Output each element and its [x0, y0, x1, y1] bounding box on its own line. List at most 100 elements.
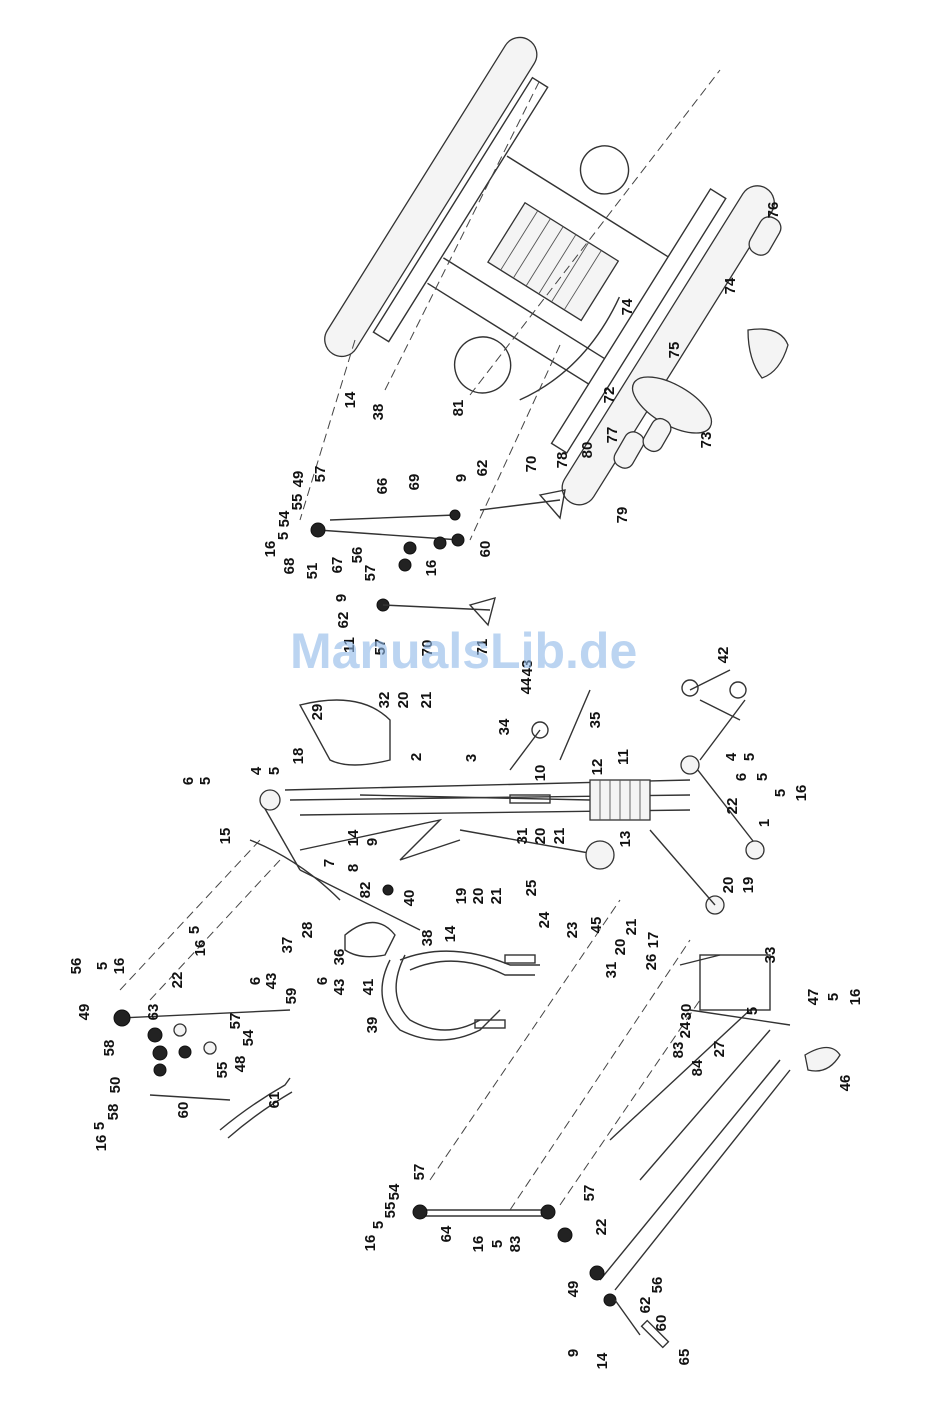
- part-label-6: 6: [180, 777, 197, 785]
- part-label-20: 20: [470, 888, 487, 905]
- part-label-56: 56: [649, 1277, 666, 1294]
- part-label-45: 45: [588, 917, 605, 934]
- part-label-29: 29: [309, 704, 326, 721]
- part-label-28: 28: [299, 922, 316, 939]
- part-label-21: 21: [551, 828, 568, 845]
- part-label-5: 5: [489, 1240, 506, 1248]
- part-label-18: 18: [290, 748, 307, 765]
- part-label-17: 17: [645, 932, 662, 949]
- part-label-14: 14: [342, 391, 359, 408]
- part-label-57: 57: [362, 565, 379, 582]
- part-label-6: 6: [314, 977, 331, 985]
- part-label-49: 49: [565, 1281, 582, 1298]
- part-label-59: 59: [283, 988, 300, 1005]
- part-label-54: 54: [240, 1029, 257, 1046]
- part-label-16: 16: [847, 989, 864, 1006]
- part-label-9: 9: [565, 1349, 582, 1357]
- part-label-5: 5: [266, 767, 283, 775]
- part-label-5: 5: [754, 773, 771, 781]
- part-label-57: 57: [312, 466, 329, 483]
- part-label-27: 27: [711, 1041, 728, 1058]
- part-label-2: 2: [408, 753, 425, 761]
- part-label-57: 57: [411, 1164, 428, 1181]
- part-label-82: 82: [357, 882, 374, 899]
- part-label-21: 21: [418, 692, 435, 709]
- part-label-16: 16: [423, 560, 440, 577]
- part-label-8: 8: [345, 864, 362, 872]
- part-label-5: 5: [741, 753, 758, 761]
- part-label-9: 9: [364, 838, 381, 846]
- part-label-56: 56: [349, 547, 366, 564]
- part-label-5: 5: [186, 926, 203, 934]
- part-label-9: 9: [453, 474, 470, 482]
- part-label-70: 70: [523, 456, 540, 473]
- part-label-5: 5: [772, 789, 789, 797]
- part-label-62: 62: [335, 612, 352, 629]
- cable-assembly-upper: [310, 489, 566, 627]
- part-label-30: 30: [678, 1004, 695, 1021]
- part-label-71: 71: [474, 639, 491, 656]
- part-label-35: 35: [587, 712, 604, 729]
- part-label-20: 20: [612, 939, 629, 956]
- part-label-38: 38: [419, 930, 436, 947]
- part-label-64: 64: [438, 1225, 455, 1242]
- part-label-58: 58: [105, 1104, 122, 1121]
- part-label-13: 13: [617, 831, 634, 848]
- part-label-68: 68: [281, 558, 298, 575]
- part-label-16: 16: [93, 1135, 110, 1152]
- part-label-16: 16: [192, 940, 209, 957]
- part-label-1: 1: [756, 819, 773, 827]
- part-label-40: 40: [401, 890, 418, 907]
- part-label-62: 62: [474, 460, 491, 477]
- part-label-10: 10: [532, 765, 549, 782]
- part-label-7: 7: [321, 859, 338, 867]
- main-frame-exploded: [249, 669, 765, 931]
- part-label-6: 6: [247, 977, 264, 985]
- part-label-42: 42: [715, 647, 732, 664]
- part-label-69: 69: [406, 474, 423, 491]
- part-label-63: 63: [145, 1004, 162, 1021]
- part-label-16: 16: [362, 1235, 379, 1252]
- watermark-text: ManualsLib.de: [290, 623, 637, 679]
- part-label-66: 66: [374, 478, 391, 495]
- part-label-32: 32: [376, 692, 393, 709]
- part-label-23: 23: [564, 922, 581, 939]
- part-label-83: 83: [507, 1236, 524, 1253]
- part-label-55: 55: [382, 1202, 399, 1219]
- part-label-16: 16: [262, 541, 279, 558]
- part-label-22: 22: [724, 798, 741, 815]
- part-label-21: 21: [488, 888, 505, 905]
- part-label-60: 60: [477, 541, 494, 558]
- part-label-61: 61: [266, 1092, 283, 1109]
- part-label-43: 43: [331, 979, 348, 996]
- part-label-5: 5: [94, 962, 111, 970]
- part-label-80: 80: [579, 442, 596, 459]
- part-label-20: 20: [532, 828, 549, 845]
- part-label-81: 81: [450, 400, 467, 417]
- part-label-20: 20: [720, 877, 737, 894]
- part-label-47: 47: [805, 989, 822, 1006]
- part-label-36: 36: [331, 949, 348, 966]
- part-label-37: 37: [279, 937, 296, 954]
- left-pulley-assembly: [113, 839, 293, 1139]
- part-label-44: 44: [518, 677, 535, 694]
- part-label-39: 39: [364, 1017, 381, 1034]
- part-label-49: 49: [76, 1004, 93, 1021]
- part-label-60: 60: [653, 1315, 670, 1332]
- part-label-11: 11: [341, 637, 358, 653]
- part-label-14: 14: [345, 829, 362, 846]
- part-label-67: 67: [329, 557, 346, 574]
- part-label-24: 24: [677, 1021, 694, 1038]
- part-label-74: 74: [619, 298, 636, 315]
- part-label-31: 31: [514, 828, 531, 845]
- part-label-49: 49: [290, 471, 307, 488]
- part-label-16: 16: [793, 785, 810, 802]
- part-label-76: 76: [765, 202, 782, 219]
- part-label-73: 73: [698, 432, 715, 449]
- part-label-15: 15: [217, 828, 234, 845]
- part-label-83: 83: [670, 1042, 687, 1059]
- low-pulley-bar-64: [412, 899, 701, 1349]
- part-label-26: 26: [643, 954, 660, 971]
